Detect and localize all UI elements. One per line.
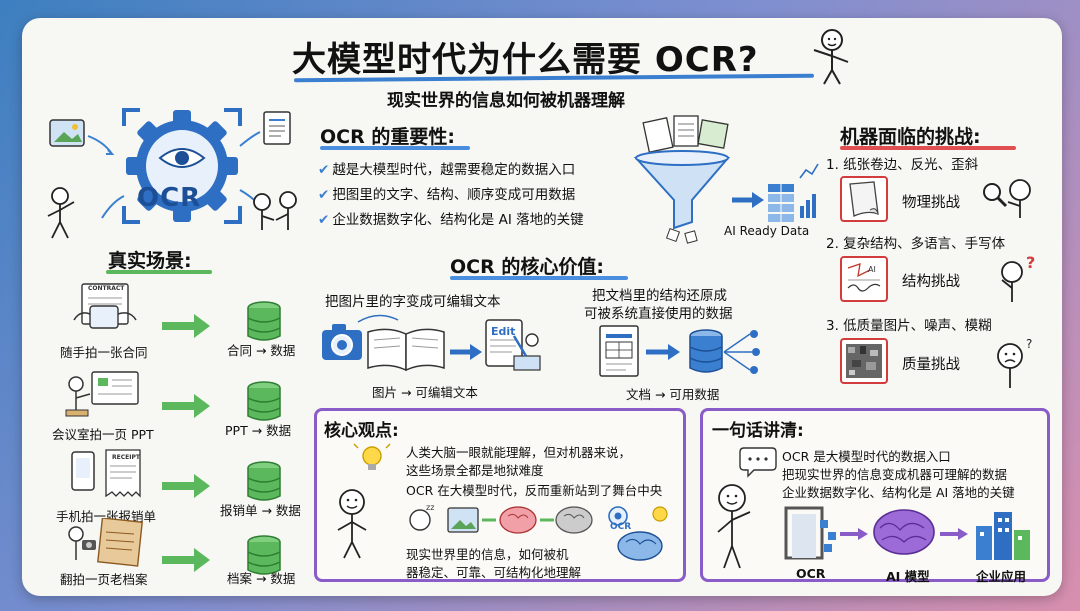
svg-text:?: ? xyxy=(1026,337,1032,351)
stick-figures-pair-icon xyxy=(253,191,297,230)
importance-heading: OCR 的重要性: xyxy=(320,126,455,148)
infographic-board: 大模型时代为什么需要 OCR? 现实世界的信息如何被机器理解 xyxy=(22,18,1062,596)
summary-panel xyxy=(700,408,1050,582)
challenge-title: 2. 复杂结构、多语言、手写体 xyxy=(826,236,1006,252)
summary-heading: 一句话讲清: xyxy=(712,421,804,441)
edit-label: Edit xyxy=(491,325,516,338)
challenges-heading: 机器面临的挑战: xyxy=(840,126,981,148)
key-view-panel xyxy=(314,408,686,582)
receipt-doc-label: RECEIPT xyxy=(112,454,140,461)
page-subtitle: 现实世界的信息如何被机器理解 xyxy=(387,91,625,111)
summary-flow-label: AI 模型 xyxy=(886,569,930,584)
scene-result: 档案 → 数据 xyxy=(227,571,296,586)
curled-paper-icon xyxy=(840,176,888,222)
summary-line: 企业数据数字化、结构化是 AI 落地的关键 xyxy=(782,485,1015,500)
summary-flow-label: OCR xyxy=(796,566,826,581)
meeting-ppt-icon xyxy=(65,371,139,417)
summary-flow-label: 企业应用 xyxy=(976,569,1027,584)
svg-text:AI: AI xyxy=(868,265,876,274)
doc-to-data-illustration xyxy=(599,325,760,377)
challenge-title: 3. 低质量图片、噪声、模糊 xyxy=(826,318,992,334)
checkmark-icon: ✔ xyxy=(318,187,330,203)
checkmark-icon: ✔ xyxy=(318,212,330,228)
contract-doc-label: CONTRACT xyxy=(88,285,125,292)
checkmark-icon: ✔ xyxy=(318,162,330,178)
core-value-right-caption: 文档 → 可用数据 xyxy=(626,387,720,402)
importance-point: ✔企业数据数字化、结构化是 AI 落地的关键 xyxy=(318,212,584,228)
scene-caption: 随手拍一张合同 xyxy=(60,345,148,360)
scene-result: 报销单 → 数据 xyxy=(220,503,301,518)
page-title: 大模型时代为什么需要 OCR? xyxy=(292,40,759,80)
importance-point: ✔把图里的文字、结构、顺序变成可用数据 xyxy=(318,187,576,203)
scene-caption: 翻拍一页老档案 xyxy=(60,572,148,587)
stick-figure-pointing-icon xyxy=(813,29,849,85)
svg-text:?: ? xyxy=(1026,254,1035,272)
ocr-logo-text: OCR xyxy=(137,183,202,213)
importance-heading-underline xyxy=(320,146,470,150)
scenes-heading-underline xyxy=(106,270,212,274)
sweating-figure-icon: ? xyxy=(997,337,1032,388)
importance-point: ✔越是大模型时代，越需要稳定的数据入口 xyxy=(318,162,576,178)
svg-text:zz: zz xyxy=(426,503,434,512)
photo-to-text-illustration xyxy=(322,314,541,372)
scene-result: 合同 → 数据 xyxy=(227,343,296,358)
key-view-heading: 核心观点: xyxy=(324,421,399,441)
challenges-heading-underline xyxy=(840,146,1016,150)
key-view-illustration xyxy=(337,443,391,559)
scenes-arrows-databases xyxy=(162,301,281,575)
scene-caption: 手机拍一张报销单 xyxy=(56,509,157,524)
scene-result: PPT → 数据 xyxy=(225,423,292,438)
summary-line: 把现实世界的信息变成机器可理解的数据 xyxy=(782,467,1008,482)
core-value-left-caption: 图片 → 可编辑文本 xyxy=(372,385,478,400)
summary-line: OCR 是大模型时代的数据入口 xyxy=(782,449,951,464)
key-view-line: 器稳定、可靠、可结构化地理解 xyxy=(406,565,582,580)
key-view-line: OCR 在大模型时代，反而重新站到了舞台中央 xyxy=(406,483,663,498)
confused-figure-icon: ? xyxy=(1001,254,1035,302)
core-value-heading-underline xyxy=(450,276,628,280)
ocr-hero-illustration xyxy=(49,108,291,224)
challenge-title: 1. 纸张卷边、反光、歪斜 xyxy=(826,157,979,173)
magnifier-figure-icon xyxy=(983,179,1031,218)
contract-photo-icon xyxy=(73,283,137,329)
handwriting-doc-icon: AI xyxy=(840,256,888,302)
stick-figure-icon xyxy=(47,187,75,239)
core-value-right-title-1: 把文档里的结构还原成 xyxy=(592,288,727,304)
data-funnel-illustration xyxy=(633,115,819,244)
key-view-line: 人类大脑一眼就能理解，但对机器来说， xyxy=(406,445,632,460)
key-view-flow-illustration: zz xyxy=(409,503,668,561)
old-archive-icon xyxy=(68,518,143,567)
core-value-right-title-2: 可被系统直接使用的数据 xyxy=(584,306,733,322)
noisy-image-icon xyxy=(840,338,888,384)
challenge-label: 结构挑战 xyxy=(902,274,960,290)
core-value-heading: OCR 的核心价值: xyxy=(450,256,604,278)
scenes-heading: 真实场景: xyxy=(108,250,192,272)
key-view-line: 现实世界里的信息，如何被机 xyxy=(406,547,569,562)
core-value-left-title: 把图片里的字变成可编辑文本 xyxy=(325,294,501,310)
key-view-line: 这些场景全都是地狱难度 xyxy=(406,463,544,478)
ai-ready-data-label: AI Ready Data xyxy=(724,224,810,238)
challenge-label: 物理挑战 xyxy=(902,195,960,211)
summary-flow-illustration xyxy=(784,506,1030,560)
speaking-figure-icon xyxy=(717,447,777,569)
scene-caption: 会议室拍一页 PPT xyxy=(52,427,154,442)
key-view-ocr-tag: OCR xyxy=(610,522,632,532)
challenge-label: 质量挑战 xyxy=(902,357,960,373)
phone-receipt-icon xyxy=(71,449,141,498)
